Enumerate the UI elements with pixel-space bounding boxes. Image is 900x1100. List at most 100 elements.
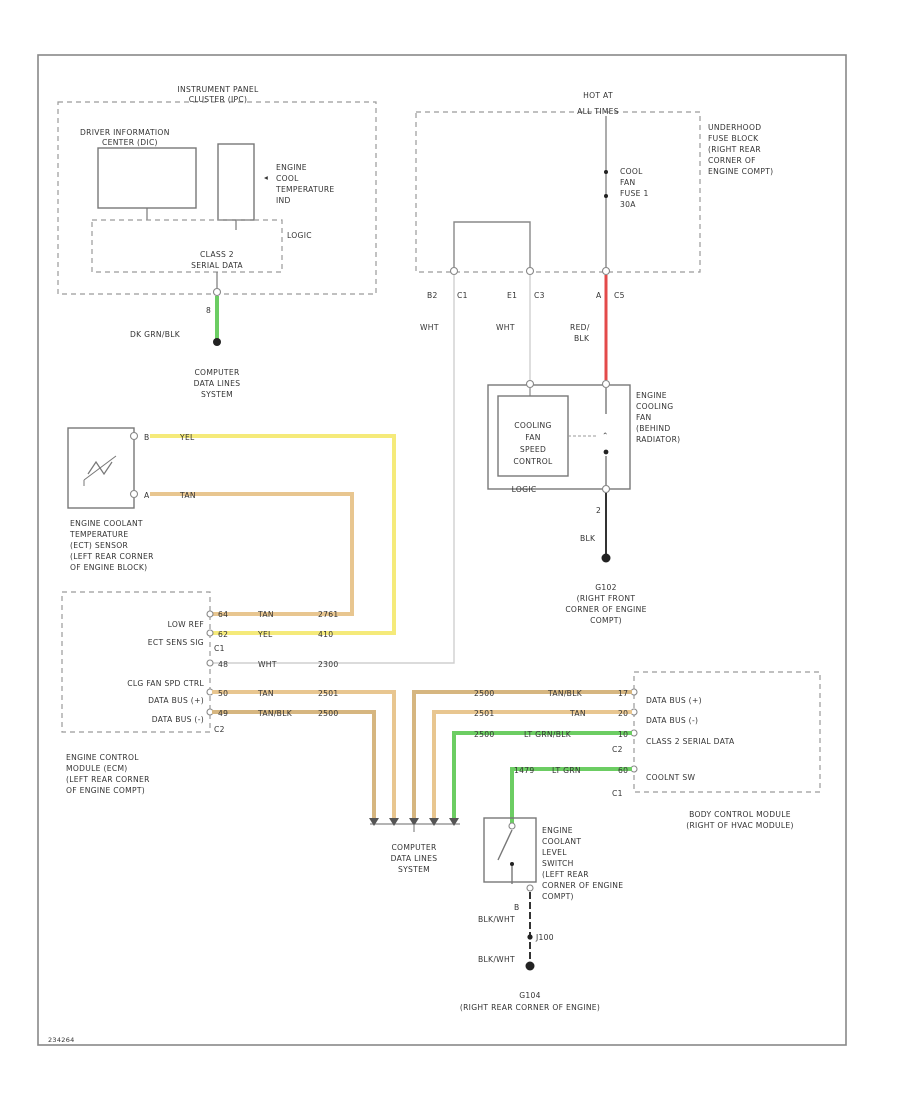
bcm-label-l2: (RIGHT OF HVAC MODULE) xyxy=(686,821,794,830)
cooling-fan-module: COOLING FAN SPEED CONTROL LOGIC ⌃ xyxy=(487,379,631,494)
ect-sensor-label-l4: (LEFT REAR CORNER xyxy=(70,552,154,561)
ipc-module: INSTRUMENT PANEL CLUSTER (IPC) DRIVER IN… xyxy=(57,85,377,297)
fuse-label-l2: FAN xyxy=(620,178,635,187)
bcm-row1-circ: 2500 xyxy=(474,689,495,698)
wire-red-label-l2: BLK xyxy=(574,334,590,343)
fuse-label-l1: COOL xyxy=(620,167,643,176)
wire-ecm-tan-bus xyxy=(212,690,396,818)
level-switch-wire2: BLK/WHT xyxy=(478,955,515,964)
fan-pin-b-number: 2 xyxy=(596,506,601,515)
fan-ground-dot xyxy=(601,553,611,563)
ect-pin-b xyxy=(129,431,139,441)
fan-pin-power xyxy=(601,379,611,389)
fuse-pin3-conn: C5 xyxy=(614,291,625,300)
bcm-label-l1: BODY CONTROL MODULE xyxy=(689,810,791,819)
ect-wire-yel-label: YEL xyxy=(179,433,195,442)
fan-pin-2 xyxy=(601,484,611,494)
ect-indicator-label-l2: COOL xyxy=(276,174,299,183)
hot-label-l2: ALL TIMES xyxy=(577,107,619,116)
ecm-row6-wire: TAN/BLK xyxy=(257,709,293,718)
ecm-conn1: C1 xyxy=(214,644,225,653)
level-switch-pin-a xyxy=(508,822,516,830)
ecm-label-l2: MODULE (ECM) xyxy=(66,764,128,773)
level-switch-l5: (LEFT REAR xyxy=(542,870,589,879)
level-switch-l4: SWITCH xyxy=(542,859,574,868)
bcm-row4-circ: 1479 xyxy=(514,766,535,775)
fuse-pin-b2 xyxy=(449,266,459,276)
ecm-row2-pin: 62 xyxy=(218,630,228,639)
ect-indicator-label-l4: IND xyxy=(276,196,291,205)
fan-ground-id: G102 xyxy=(595,583,617,592)
ecm-pin-62 xyxy=(206,629,214,637)
fan-label-l1: ENGINE xyxy=(636,391,667,400)
ipc-terminal-dot xyxy=(213,338,221,346)
bcm-row4-pin: 60 xyxy=(618,766,628,775)
bcm-conn1: C1 xyxy=(612,789,623,798)
ecm-row2-label: ECT SENS SIG xyxy=(148,638,204,647)
ipc-pin-8 xyxy=(212,287,222,297)
cdl-top-l2: DATA LINES xyxy=(194,379,241,388)
bcm-row2-label: DATA BUS (-) xyxy=(646,716,698,725)
cdl-top-l3: SYSTEM xyxy=(201,390,233,399)
ecm-row5-pin: 50 xyxy=(218,689,228,698)
fan-ground-l3: COMPT) xyxy=(590,616,622,625)
dic-display xyxy=(97,147,197,209)
ecm-row1-circ: 2761 xyxy=(318,610,339,619)
level-switch-contact xyxy=(510,862,514,866)
bcm-row4-wire: LT GRN xyxy=(552,766,581,775)
ecm-row6-pin: 49 xyxy=(218,709,228,718)
cdl-bottom-arrows xyxy=(369,818,460,832)
ground-g104-l1: (RIGHT REAR CORNER OF ENGINE) xyxy=(460,1003,600,1012)
diagram-frame xyxy=(37,54,847,1046)
fan-pin-1 xyxy=(525,379,535,389)
level-switch-l1: ENGINE xyxy=(542,826,573,835)
wire-ect-tan xyxy=(150,492,354,616)
ecm-row2-wire: YEL xyxy=(257,630,273,639)
ect-wire-tan-label: TAN xyxy=(179,491,196,500)
ipc-pin-number: 8 xyxy=(206,306,211,315)
ecm-label-l1: ENGINE CONTROL xyxy=(66,753,139,762)
ect-pin-a xyxy=(129,489,139,499)
ect-indicator xyxy=(217,143,255,221)
bcm-row1-label: DATA BUS (+) xyxy=(646,696,702,705)
ect-pin-a-label: A xyxy=(144,491,150,500)
ect-sensor-label-l3: (ECT) SENSOR xyxy=(70,541,128,550)
fuse-pin-e1 xyxy=(525,266,535,276)
ecm-row3-circ: 2300 xyxy=(318,660,339,669)
coolant-level-switch xyxy=(483,817,537,892)
fan-ground-l2: CORNER OF ENGINE xyxy=(565,605,646,614)
wire-ecm-tanblk-bus xyxy=(212,710,376,818)
splice-j100 xyxy=(527,934,533,940)
ect-indicator-label-l1: ENGINE xyxy=(276,163,307,172)
ect-indicator-label-l3: TEMPERATURE xyxy=(275,185,335,194)
fuse-label-l3: FUSE 1 xyxy=(620,189,649,198)
wire-ect-yel xyxy=(150,434,396,635)
fan-label-l5: RADIATOR) xyxy=(636,435,680,444)
fan-inner-l3: SPEED xyxy=(520,445,546,454)
fuse-contact-top xyxy=(604,170,608,174)
wire-wht-label-1: WHT xyxy=(420,323,439,332)
fuse-contact-bottom xyxy=(604,194,608,198)
wire-lt-grn-coolant xyxy=(510,767,632,826)
level-switch-l7: COMPT) xyxy=(542,892,574,901)
fan-label-l3: FAN xyxy=(636,413,651,422)
bcm-row3-wire: LT GRN/BLK xyxy=(524,730,572,739)
ect-sensor-label-l1: ENGINE COOLANT xyxy=(70,519,143,528)
ipc-logic-label: LOGIC xyxy=(287,231,312,240)
cdl-top-l1: COMPUTER xyxy=(194,368,240,377)
underhood-fuse-block: HOT AT ALL TIMES COOL FAN FUSE 1 30A xyxy=(415,91,701,276)
ect-sensor-label-l5: OF ENGINE BLOCK) xyxy=(70,563,147,572)
level-switch-pin-b-label: B xyxy=(514,903,520,912)
figure-id: 234264 xyxy=(48,1036,75,1044)
fuse-block-label-l2: FUSE BLOCK xyxy=(708,134,759,143)
level-switch-l3: LEVEL xyxy=(542,848,567,857)
ecm-row3-wire: WHT xyxy=(258,660,277,669)
wire-bcm-tanblk xyxy=(412,690,632,818)
fan-inner-l4: CONTROL xyxy=(513,457,553,466)
ecm-conn2: C2 xyxy=(214,725,225,734)
ecm-row4-label: CLG FAN SPD CTRL xyxy=(127,679,204,688)
bcm-module xyxy=(630,671,821,793)
ecm-label-l4: OF ENGINE COMPT) xyxy=(66,786,145,795)
level-switch-l6: CORNER OF ENGINE xyxy=(542,881,623,890)
